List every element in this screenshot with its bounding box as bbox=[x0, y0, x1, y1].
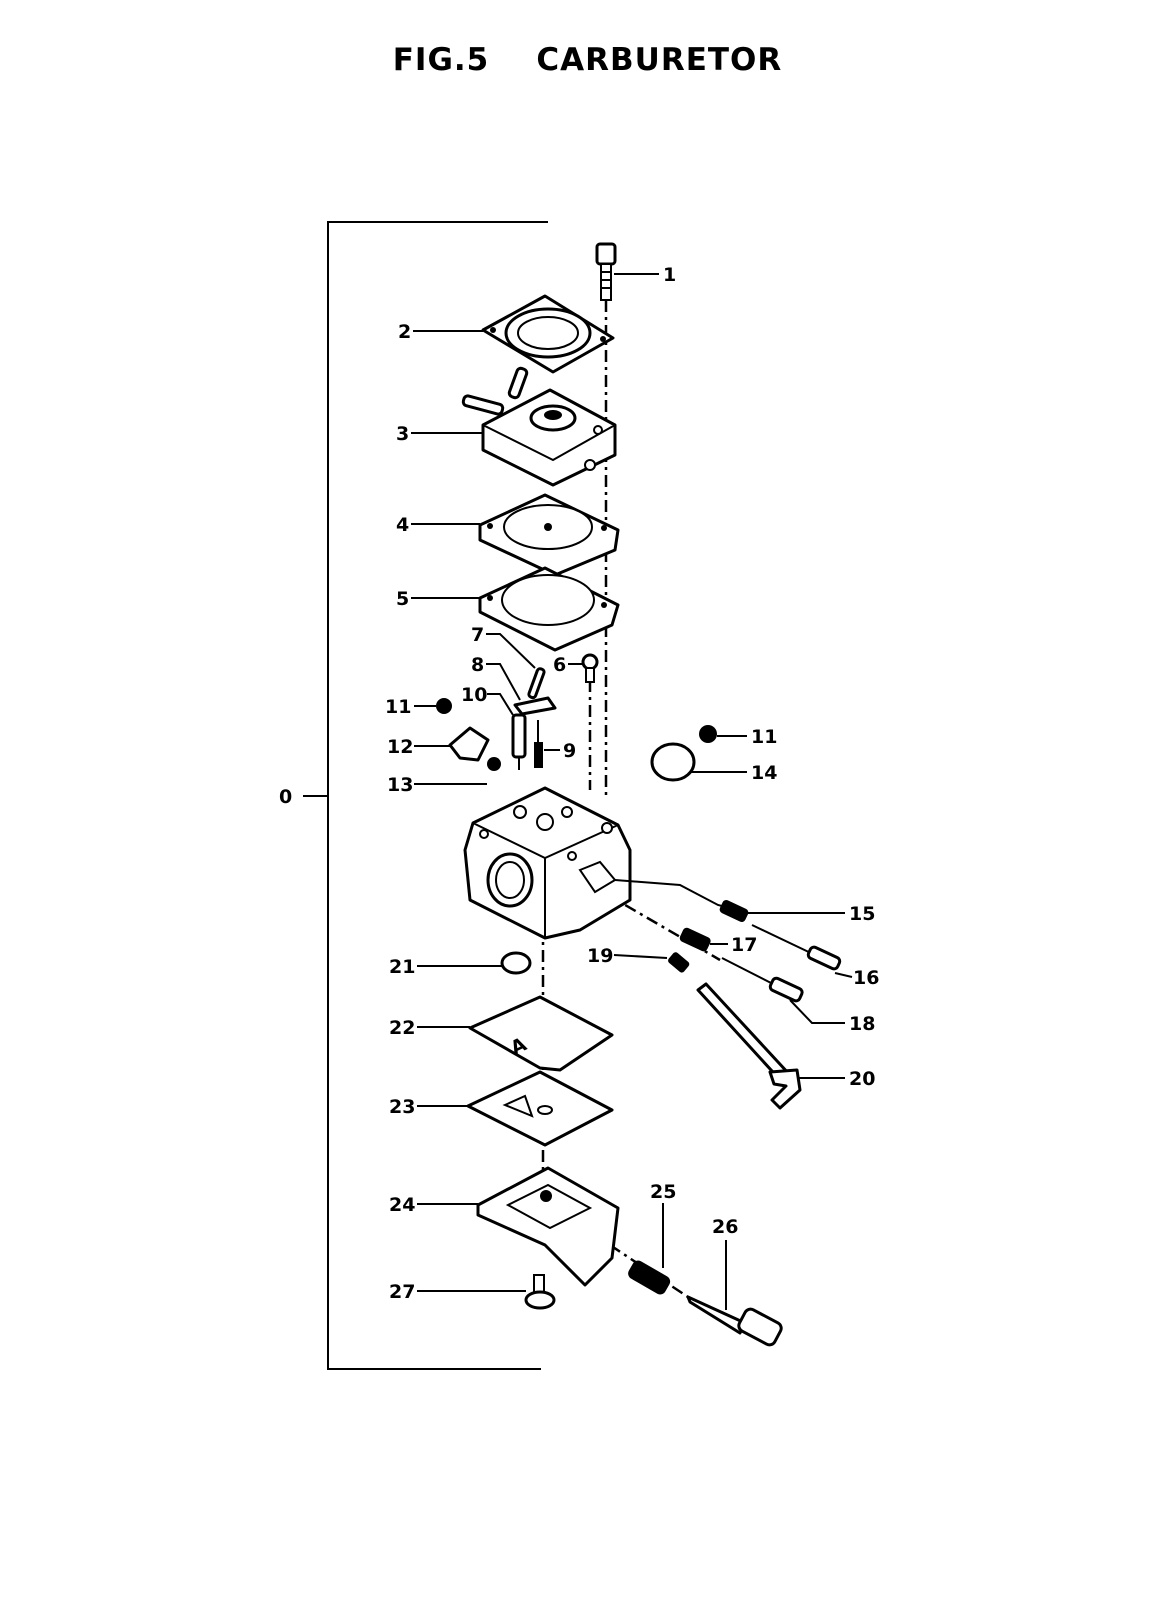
callout-0: 0 bbox=[279, 786, 292, 808]
callout-11-left: 11 bbox=[385, 696, 411, 718]
callout-16: 16 bbox=[853, 967, 879, 989]
figure-title: FIG.5 CARBURETOR bbox=[392, 42, 783, 78]
part-retaining-plate bbox=[448, 726, 490, 762]
part-metering-cover bbox=[476, 1166, 620, 1287]
part-spring-low bbox=[679, 927, 711, 952]
part-bottom-screw bbox=[524, 1274, 556, 1310]
callout-14: 14 bbox=[751, 762, 777, 784]
callout-4: 4 bbox=[396, 514, 409, 536]
callout-15: 15 bbox=[849, 903, 875, 925]
callout-25: 25 bbox=[650, 1181, 676, 1203]
callout-8: 8 bbox=[471, 654, 484, 676]
leader-lines bbox=[303, 273, 853, 1310]
callout-12: 12 bbox=[387, 736, 413, 758]
callout-21: 21 bbox=[389, 956, 415, 978]
callout-26: 26 bbox=[712, 1216, 738, 1238]
callout-19: 19 bbox=[587, 945, 613, 967]
callout-9: 9 bbox=[563, 740, 576, 762]
part-screw-right bbox=[699, 725, 717, 743]
part-adjust-spring bbox=[628, 1260, 671, 1295]
part-adjust-screw bbox=[686, 1295, 783, 1347]
callout-2: 2 bbox=[398, 321, 411, 343]
part-cover-disc bbox=[650, 742, 696, 782]
part-welch-plug bbox=[500, 951, 532, 975]
part-pump-cover-plate bbox=[481, 294, 615, 374]
callout-22: 22 bbox=[389, 1017, 415, 1039]
callout-23: 23 bbox=[389, 1096, 415, 1118]
part-pump-diaphragm bbox=[478, 493, 620, 577]
part-throttle-shaft bbox=[696, 982, 802, 1110]
callout-27: 27 bbox=[389, 1281, 415, 1303]
callout-3: 3 bbox=[396, 423, 409, 445]
part-screw bbox=[595, 242, 617, 301]
callout-18: 18 bbox=[849, 1013, 875, 1035]
callout-20: 20 bbox=[849, 1068, 875, 1090]
part-high-speed-needle bbox=[751, 924, 842, 971]
part-pump-body bbox=[461, 366, 617, 487]
part-pump-gasket bbox=[478, 566, 620, 652]
callout-labels: 0 1 2 3 4 5 6 7 8 9 10 11 11 12 13 14 15… bbox=[279, 264, 879, 1303]
part-metering-diaphragm: A bbox=[468, 995, 614, 1072]
part-inlet-needle bbox=[511, 713, 527, 770]
callout-17: 17 bbox=[731, 934, 757, 956]
part-pin bbox=[527, 667, 546, 700]
part-carburetor-body bbox=[463, 786, 632, 940]
part-metering-gasket bbox=[466, 1070, 614, 1147]
part-screw-left bbox=[436, 698, 452, 714]
part-spring-high bbox=[719, 900, 749, 922]
callout-24: 24 bbox=[389, 1194, 415, 1216]
callout-11-right: 11 bbox=[751, 726, 777, 748]
callout-13: 13 bbox=[387, 774, 413, 796]
callout-10: 10 bbox=[461, 684, 487, 706]
part-small-screw bbox=[581, 653, 599, 683]
part-idle-spring bbox=[668, 952, 690, 973]
part-lever-spring bbox=[534, 720, 543, 768]
callout-5: 5 bbox=[396, 588, 409, 610]
callout-7: 7 bbox=[471, 624, 484, 646]
part-nut bbox=[487, 757, 501, 771]
callout-6: 6 bbox=[553, 654, 566, 676]
callout-1: 1 bbox=[663, 264, 676, 286]
part-control-lever bbox=[513, 696, 557, 716]
part-low-speed-needle bbox=[721, 957, 804, 1003]
